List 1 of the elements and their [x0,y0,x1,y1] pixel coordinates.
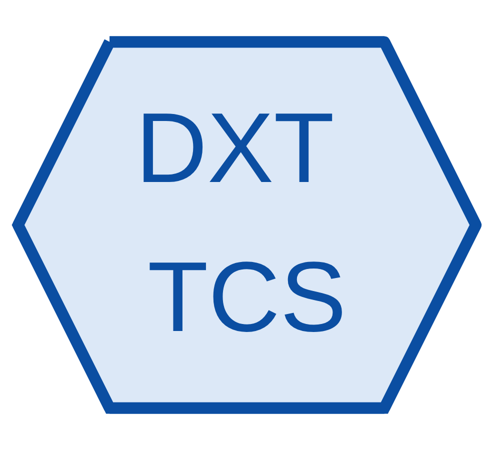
hexagon-node: DXT TCS [12,36,482,414]
